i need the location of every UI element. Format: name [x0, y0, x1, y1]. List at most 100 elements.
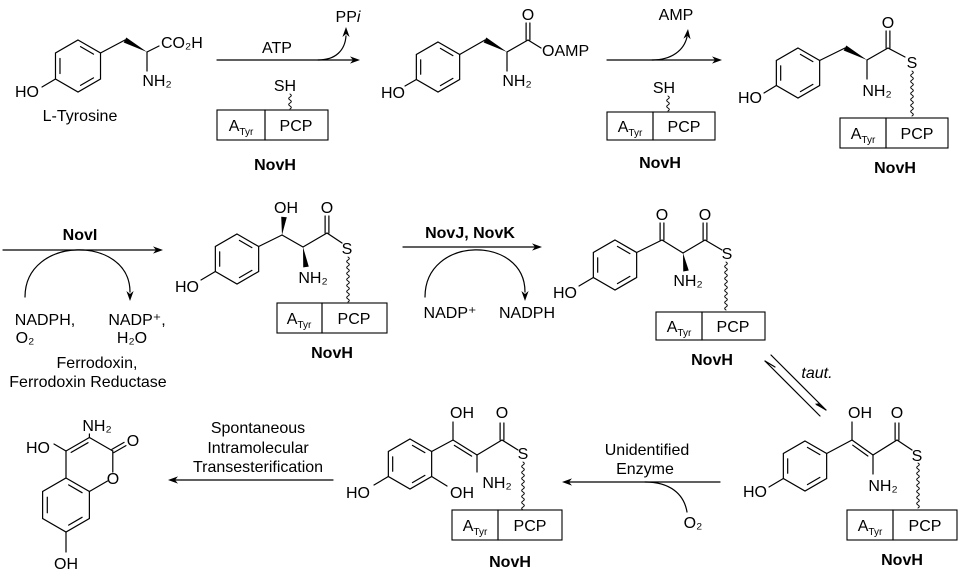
amp-release-arrow: [651, 36, 688, 61]
protein-novh: NovH: [881, 552, 923, 569]
aromatic-inner-bond: [79, 77, 95, 86]
domain-a: A: [287, 311, 298, 328]
atom-co2h: CO₂H: [161, 35, 203, 52]
domain-a-tyr: ATyr: [851, 126, 876, 146]
domain-a-sub: Tyr: [861, 135, 876, 146]
single-bond: [872, 439, 898, 456]
enzyme-line-1: Unidentified: [605, 442, 690, 459]
equilibrium-arrow: [770, 354, 827, 411]
domain-a-tyr: ATyr: [858, 518, 883, 538]
single-bond: [281, 234, 304, 248]
domain-a-tyr: ATyr: [463, 518, 488, 538]
enzyme-novj-novk: NovJ, NovK: [425, 225, 515, 242]
single-bond: [704, 239, 723, 251]
novh-domain-box: [839, 117, 949, 149]
enzyme-line-2: Enzyme: [616, 461, 674, 478]
step-1-labels: ATP PPi SH ATyr PCP NovH: [229, 9, 361, 174]
novh-domain-box: [276, 302, 388, 334]
atom-sh: SH: [653, 80, 675, 97]
domain-a-tyr: ATyr: [667, 319, 692, 339]
aromatic-inner-bond: [411, 474, 426, 484]
atom-ho: HO: [381, 85, 405, 102]
single-bond: [501, 439, 519, 451]
arrowhead-icon: [350, 56, 360, 64]
double-bond: [113, 445, 127, 454]
condition-line-3: Transesterification: [193, 459, 323, 476]
arrowhead-icon: [712, 56, 722, 64]
atom-oh: OH: [54, 556, 78, 573]
wedge-bond: [483, 37, 507, 52]
reagent-atp: ATP: [262, 40, 292, 57]
domain-pcp: PCP: [901, 126, 934, 143]
bond-layer: [2, 22, 958, 553]
enzyme-novi: NovI: [63, 227, 98, 244]
wedge-bond: [303, 247, 309, 268]
arrowhead-icon: [168, 476, 178, 484]
domain-a-sub: Tyr: [868, 527, 883, 538]
double-bond: [452, 439, 478, 456]
aromatic-inner-bond: [439, 77, 454, 87]
domain-a-sub: Tyr: [473, 527, 488, 538]
novh-domain-box: [606, 111, 716, 141]
aromatic-inner-bond: [616, 245, 631, 255]
benzene-ring: [592, 239, 638, 291]
atom-oh-ortho: OH: [450, 485, 474, 502]
arrowhead-icon: [126, 291, 134, 301]
protein-novh: NovH: [874, 160, 916, 177]
tautomerization-label: taut.: [801, 365, 832, 382]
atom-ho: HO: [553, 285, 577, 302]
beta-hydroxytyrosyl-s-novh: HO OH O S NH₂ ATyr PCP NovH: [175, 200, 370, 362]
compound-name: L-Tyrosine: [43, 108, 118, 125]
atom-oamp: OAMP: [542, 43, 589, 60]
aromatic-inner-bond: [439, 47, 454, 57]
double-bond: [453, 444, 473, 457]
single-bond: [819, 47, 846, 62]
arrowhead-icon: [532, 243, 542, 251]
byproduct-h2o: H₂O: [117, 330, 147, 347]
single-bond: [506, 39, 529, 53]
atom-o: O: [321, 200, 333, 217]
tyrosyl-s-novh: HO O S NH₂ ATyr PCP NovH: [738, 15, 933, 177]
byproduct-amp: AMP: [659, 7, 694, 24]
protein-novh: NovH: [254, 157, 296, 174]
wedge-bond: [843, 45, 867, 60]
coumarin-benzene-ring: [42, 477, 90, 533]
wedge-bond: [123, 37, 147, 52]
cofactor-nadph: NADPH,: [15, 312, 75, 329]
arrowhead-icon: [562, 478, 572, 486]
dihydroxyphenyl-enol-s-novh: HO OH OH O NH₂ S ATyr PCP NovH: [346, 405, 546, 571]
aminocoumarin-product: NH₂ O O HO OH: [26, 418, 139, 573]
domain-a-sub: Tyr: [239, 127, 254, 138]
atom-o: O: [891, 405, 903, 422]
arrowhead-icon: [342, 27, 350, 37]
step-2-labels: AMP SH ATyr PCP NovH: [618, 7, 701, 172]
lactone-bond: [88, 436, 114, 452]
single-bond: [636, 239, 663, 254]
atom-oh: OH: [274, 200, 298, 217]
domain-a: A: [667, 319, 678, 336]
equilibrium-arrow: [764, 360, 821, 417]
double-bond: [851, 439, 874, 456]
single-bond: [326, 232, 343, 244]
condition-line-2: Intramolecular: [207, 440, 309, 457]
single-bond: [431, 439, 454, 453]
step-3-labels: NovI NADPH, O₂ NADP⁺, H₂O Ferrodoxin, Fe…: [9, 227, 167, 391]
cofactor-arrow: [424, 249, 526, 298]
atom-o: O: [496, 405, 508, 422]
domain-pcp: PCP: [717, 319, 750, 336]
arrowhead-icon: [153, 246, 163, 254]
atom-o: O: [656, 207, 668, 224]
label-layer: HO CO₂H NH₂ L-Tyrosine ATP PPi SH ATyr P…: [9, 7, 941, 573]
aromatic-inner-bond: [799, 83, 814, 93]
single-bond: [431, 475, 448, 487]
atom-nh2: NH₂: [298, 270, 327, 287]
ppi-main: PP: [336, 9, 357, 26]
protein-novh: NovH: [691, 352, 733, 369]
atom-ho: HO: [15, 84, 39, 101]
atom-o: O: [522, 7, 534, 24]
step-6-labels: Unidentified Enzyme O₂: [605, 442, 703, 532]
o2-input-curve: [644, 481, 688, 513]
atom-o-ring: O: [107, 471, 119, 488]
